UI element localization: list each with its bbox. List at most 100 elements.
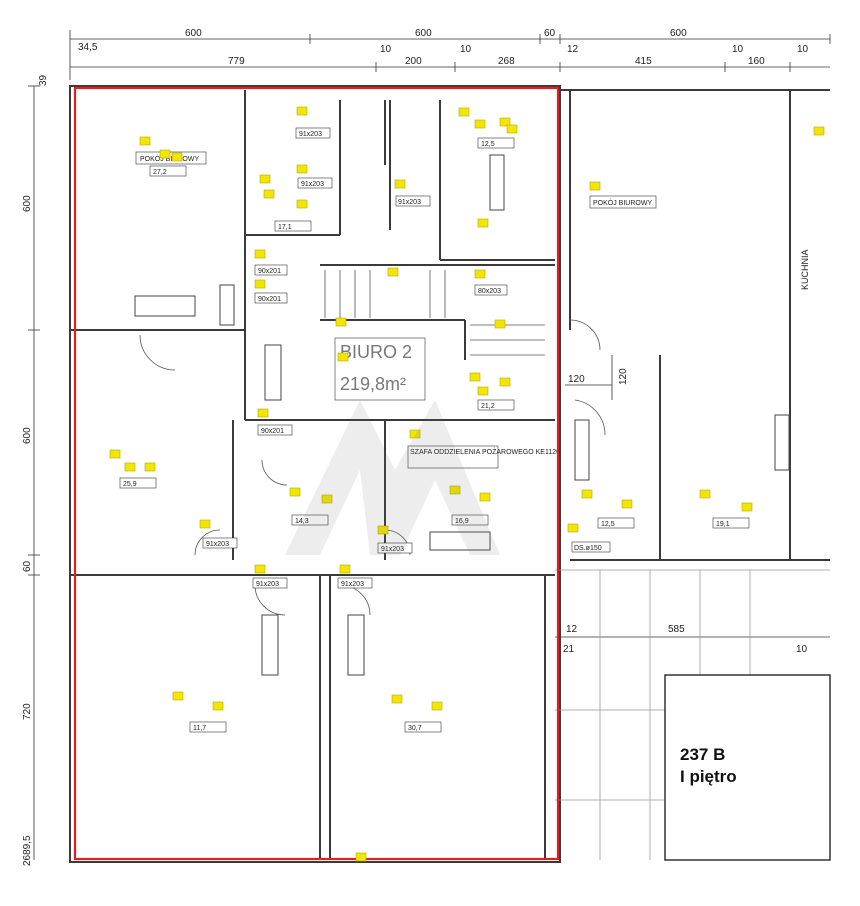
dim-12: 12 [567, 44, 579, 55]
room-name-wc: DS.ø150 [574, 545, 602, 552]
sticky-note-icon [589, 181, 601, 191]
sticky-note-icon [394, 179, 406, 189]
floor-name: I piętro [680, 767, 737, 786]
sticky-note-icon [477, 218, 489, 228]
dim-10b: 10 [460, 44, 472, 55]
door-labels: 91x203 91x203 91x203 90x201 90x201 80x20… [202, 127, 508, 589]
dim-right-21: 21 [563, 644, 575, 655]
area-3: 12,5 [481, 141, 495, 148]
highlight-boundary [73, 86, 560, 861]
sticky-note-icon [458, 107, 470, 117]
door-label-1: 91x203 [299, 131, 322, 138]
area-2: 17,1 [278, 224, 292, 231]
top-dimension-lines [69, 30, 831, 80]
top-dimension-text-row1: 600 600 60 600 [185, 28, 687, 39]
room-name-1: POKÓJ BIUROWY [140, 154, 199, 163]
door-label-5: 90x201 [258, 296, 281, 303]
room-name-szafa: SZAFA ODDZIELENIA POŻAROWEGO KE1120 [410, 447, 560, 456]
sticky-note-icon [567, 523, 579, 533]
door-label-4: 90x201 [258, 268, 281, 275]
sticky-note-icon [124, 462, 136, 472]
room-name-2: POKÓJ BIUROWY [593, 198, 652, 207]
dim-right-12: 12 [566, 624, 578, 635]
dim-right-585: 585 [668, 624, 685, 635]
door-label-3: 91x203 [398, 199, 421, 206]
sticky-note-icon [506, 124, 518, 134]
dim-right-10: 10 [796, 644, 808, 655]
door-label-2: 91x203 [301, 181, 324, 188]
mark-120-horizontal: 120 [568, 374, 585, 385]
sticky-note-icon [499, 117, 511, 127]
room-name-kuchnia: KUCHNIA [800, 249, 810, 290]
dim-top-offset: 39 [38, 74, 49, 86]
door-label-11: 91x203 [341, 581, 364, 588]
sticky-note-icon [159, 149, 171, 159]
sticky-note-icon [296, 199, 308, 209]
dim-top-1: 600 [185, 28, 202, 39]
dim-200: 200 [405, 56, 422, 67]
mark-120-vertical: 120 [618, 368, 629, 385]
sticky-note-icon [212, 701, 224, 711]
sticky-note-icon [479, 492, 491, 502]
staircase [324, 270, 545, 356]
sticky-note-icon [813, 126, 825, 136]
dim-top-4: 600 [670, 28, 687, 39]
dim-left-total: 2689,5 [22, 835, 33, 866]
sticky-note-icon [289, 487, 301, 497]
dim-10d: 10 [797, 44, 809, 55]
dim-268: 268 [498, 56, 515, 67]
dim-34-5: 34,5 [78, 42, 98, 53]
sticky-note-icon [263, 189, 275, 199]
office-main-label: BIURO 2 219,8m² [334, 337, 426, 401]
dim-415: 415 [635, 56, 652, 67]
sticky-note-icon [581, 489, 593, 499]
area-5: 14,3 [295, 518, 309, 525]
sticky-note-icon [254, 249, 266, 259]
door-label-7: 90x201 [261, 428, 284, 435]
sticky-note-icon [499, 377, 511, 387]
watermark-logo [285, 400, 500, 555]
sticky-note-icon [449, 485, 461, 495]
area-8: 12,5 [601, 521, 615, 528]
dim-left-600b: 600 [22, 427, 33, 444]
building-number: 237 B [680, 745, 725, 764]
dim-top-2: 600 [415, 28, 432, 39]
dim-left-60: 60 [22, 560, 33, 572]
sticky-note-icon [377, 525, 389, 535]
sticky-note-icon [171, 152, 183, 162]
misc-dimension-marks: 120 120 [565, 355, 629, 400]
dim-10c: 10 [732, 44, 744, 55]
area-9: 19,1 [716, 521, 730, 528]
area-tags: 27,2 17,1 12,5 25,9 14,3 16,9 21,2 12,5 … [119, 137, 750, 733]
sticky-note-icon [139, 136, 151, 146]
area-11: 30,7 [408, 725, 422, 732]
door-label-10: 91x203 [256, 581, 279, 588]
sticky-note-icon [409, 429, 421, 439]
sticky-note-icon [474, 119, 486, 129]
sticky-note-icon [391, 694, 403, 704]
area-10: 11,7 [193, 725, 206, 732]
sticky-note-icon [339, 564, 351, 574]
sticky-note-icon [199, 519, 211, 529]
sticky-note-icon [296, 106, 308, 116]
sticky-note-icon [699, 489, 711, 499]
dim-779: 779 [228, 56, 245, 67]
sticky-note-icon [621, 499, 633, 509]
sticky-note-icon [254, 564, 266, 574]
sticky-note-icon [431, 701, 443, 711]
dim-160: 160 [748, 56, 765, 67]
office-main-area: 219,8m² [340, 374, 406, 394]
right-dimensions: 12 21 585 10 [555, 624, 830, 655]
sticky-note-icon [337, 352, 349, 362]
dim-top-3: 60 [544, 28, 556, 39]
dim-10a: 10 [380, 44, 392, 55]
left-dimension-lines [28, 85, 40, 860]
top-dimension-text-row2: 34,5 779 10 200 10 268 12 415 10 160 10 [78, 42, 809, 67]
dim-left-600a: 600 [22, 195, 33, 212]
terrace-grid [555, 569, 831, 861]
door-label-8: 91x203 [206, 541, 229, 548]
sticky-note-icon [741, 502, 753, 512]
walls [69, 85, 830, 863]
sticky-note-icon [355, 852, 367, 862]
area-4: 25,9 [123, 481, 137, 488]
